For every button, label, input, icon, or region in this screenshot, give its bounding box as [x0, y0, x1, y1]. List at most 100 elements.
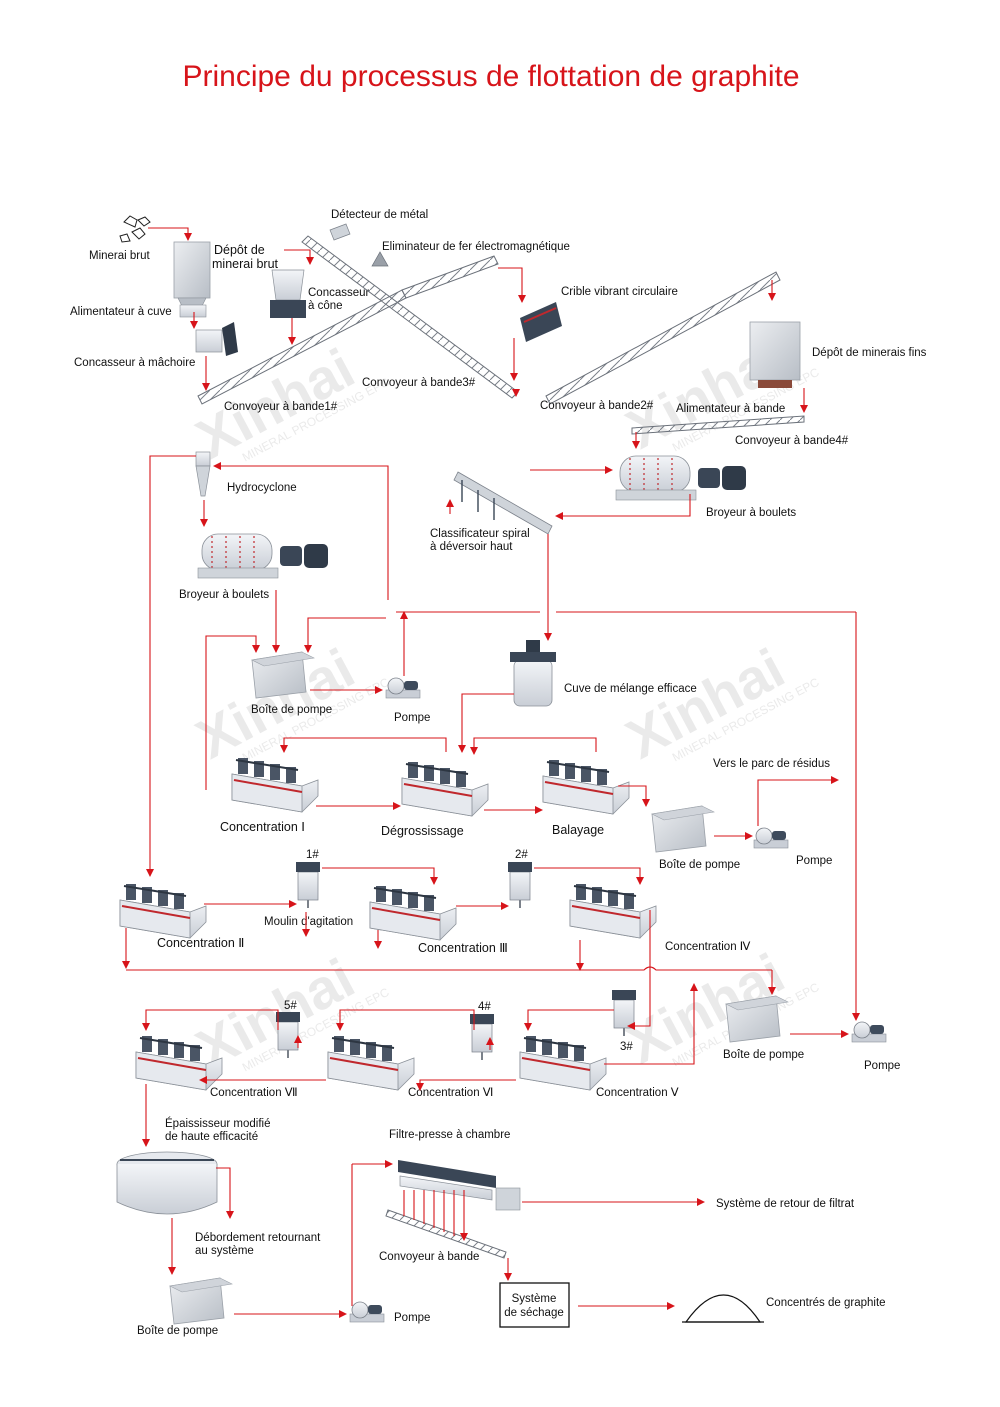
pump-box-4	[169, 1277, 233, 1325]
label-concentres: Concentrés de graphite	[766, 1297, 886, 1309]
jaw-crusher	[195, 322, 238, 356]
pump-box-3	[725, 995, 789, 1043]
conveyor-3	[301, 235, 519, 399]
label-concentration-4: Concentration Ⅳ	[665, 941, 751, 953]
label-epaississeur-2: de haute efficacité	[165, 1131, 258, 1143]
label-sechage-2: de séchage	[504, 1307, 563, 1319]
label-debordement: Débordement retournant	[195, 1232, 321, 1244]
pump-box-1	[251, 651, 315, 699]
label-debordement-2: au système	[195, 1245, 254, 1257]
conveyor-x-upper	[401, 255, 499, 299]
label-classificateur-2: à déversoir haut	[430, 541, 513, 553]
label-alimentateur-bande: Alimentateur à bande	[676, 403, 785, 415]
fine-ore-bin	[749, 321, 801, 388]
chamber-filter-press	[398, 1160, 521, 1211]
watermark-group: Xinhai MINERAL PROCESSING EPC Xinhai MIN…	[186, 326, 822, 1081]
label-crible-vibrant: Crible vibrant circulaire	[561, 286, 678, 298]
label-mark-2: 2#	[515, 849, 528, 861]
label-concasseur-machoire: Concasseur à mâchoire	[74, 357, 195, 369]
label-hydrocyclone: Hydrocyclone	[227, 482, 297, 494]
page-title: Principe du processus de flottation de g…	[182, 60, 799, 93]
flotation-scavenging	[542, 759, 630, 815]
iron-remover	[371, 251, 389, 267]
label-concentration-2: Concentration Ⅱ	[157, 936, 244, 950]
conveyor-4	[631, 415, 805, 435]
pump-2	[753, 827, 789, 849]
label-concentration-1: Concentration Ⅰ	[220, 820, 305, 834]
label-mark-4: 4#	[478, 1001, 491, 1013]
mixing-tank	[510, 640, 556, 707]
label-sechage: Système	[512, 1293, 557, 1305]
label-convoyeur-bande2: Convoyeur à bande2#	[540, 400, 654, 412]
flotation-concentration-2	[119, 883, 207, 939]
label-convoyeur-bande1: Convoyeur à bande1#	[224, 401, 338, 413]
stirred-mill-1	[295, 861, 321, 909]
spiral-classifier	[453, 471, 553, 535]
label-vers-parc: Vers le parc de résidus	[713, 758, 830, 770]
label-mark-3: 3#	[620, 1041, 633, 1053]
label-pompe-3: Pompe	[864, 1060, 900, 1072]
stirred-mill-2	[507, 861, 533, 909]
flotation-concentration-6	[327, 1035, 415, 1091]
pump-3	[851, 1021, 887, 1043]
flotation-concentration-4	[569, 883, 657, 939]
ball-mill-1	[615, 455, 747, 501]
label-depot-minerais-fins: Dépôt de minerais fins	[812, 347, 927, 359]
label-broyeur-boulets-1: Broyeur à boulets	[706, 507, 796, 519]
label-moulin-agitation: Moulin d'agitation	[264, 916, 353, 928]
label-convoyeur-bande4: Convoyeur à bande4#	[735, 435, 849, 447]
label-systeme-retour: Système de retour de filtrat	[716, 1198, 855, 1210]
label-depot-minerai-brut-2: minerai brut	[212, 257, 279, 271]
pump-box-2	[651, 805, 715, 853]
flow-lines	[122, 227, 860, 1318]
label-convoyeur-bande: Convoyeur à bande	[379, 1251, 479, 1263]
flotation-concentration-5	[519, 1035, 607, 1091]
label-balayage: Balayage	[552, 823, 604, 837]
label-mark-5: 5#	[284, 1000, 297, 1012]
label-boite-pompe-2: Boîte de pompe	[659, 859, 740, 871]
thickener	[116, 1151, 218, 1215]
label-detecteur-metal: Détecteur de métal	[331, 209, 428, 221]
label-mark-1: 1#	[306, 849, 319, 861]
label-concentration-5: Concentration Ⅴ	[596, 1087, 680, 1099]
flotation-concentration-3	[369, 885, 457, 941]
label-pompe-2: Pompe	[796, 855, 832, 867]
label-concentration-3: Concentration Ⅲ	[418, 941, 508, 955]
label-concasseur-cone: Concasseur	[308, 287, 370, 299]
flotation-concentration-1	[231, 757, 319, 813]
raw-ore-bin	[173, 241, 211, 311]
label-depot-minerai-brut: Dépôt de	[214, 243, 265, 257]
label-alimentateur-cuve: Alimentateur à cuve	[70, 306, 172, 318]
label-filtre-presse: Filtre-presse à chambre	[389, 1129, 510, 1141]
raw-ore-icon	[119, 215, 151, 243]
label-pompe-1: Pompe	[394, 712, 430, 724]
pump-4	[349, 1301, 385, 1323]
trough-feeder	[179, 304, 207, 318]
drying-system-box	[499, 1282, 570, 1328]
label-concasseur-cone-2: à cône	[308, 300, 343, 312]
ball-mill-2	[197, 533, 329, 579]
metal-detector	[329, 223, 351, 241]
label-boite-pompe-3: Boîte de pompe	[723, 1049, 804, 1061]
label-cuve-melange: Cuve de mélange efficace	[564, 683, 697, 695]
graphite-pile	[682, 1294, 764, 1323]
label-classificateur: Classificateur spiral	[430, 528, 530, 540]
hydrocyclone	[195, 451, 211, 497]
label-boite-pompe-4: Boîte de pompe	[137, 1325, 218, 1337]
cone-crusher	[270, 269, 306, 318]
pump-1	[385, 677, 421, 699]
label-degrossissage: Dégrossissage	[381, 824, 464, 838]
label-eliminateur-fer: Eliminateur de fer électromagnétique	[382, 241, 570, 253]
circular-vibrating-screen	[520, 302, 562, 342]
label-broyeur-boulets-2: Broyeur à boulets	[179, 589, 269, 601]
label-convoyeur-bande3: Convoyeur à bande3#	[362, 377, 476, 389]
label-epaississeur: Épaississeur modifié	[165, 1117, 270, 1130]
label-concentration-6: Concentration Ⅵ	[408, 1087, 493, 1099]
label-minerai-brut: Minerai brut	[89, 250, 151, 262]
label-boite-pompe-1: Boîte de pompe	[251, 704, 332, 716]
conveyor-2	[545, 271, 781, 405]
label-concentration-7: Concentration Ⅶ	[210, 1087, 298, 1099]
flotation-roughing	[401, 761, 489, 817]
label-pompe-4: Pompe	[394, 1312, 430, 1324]
